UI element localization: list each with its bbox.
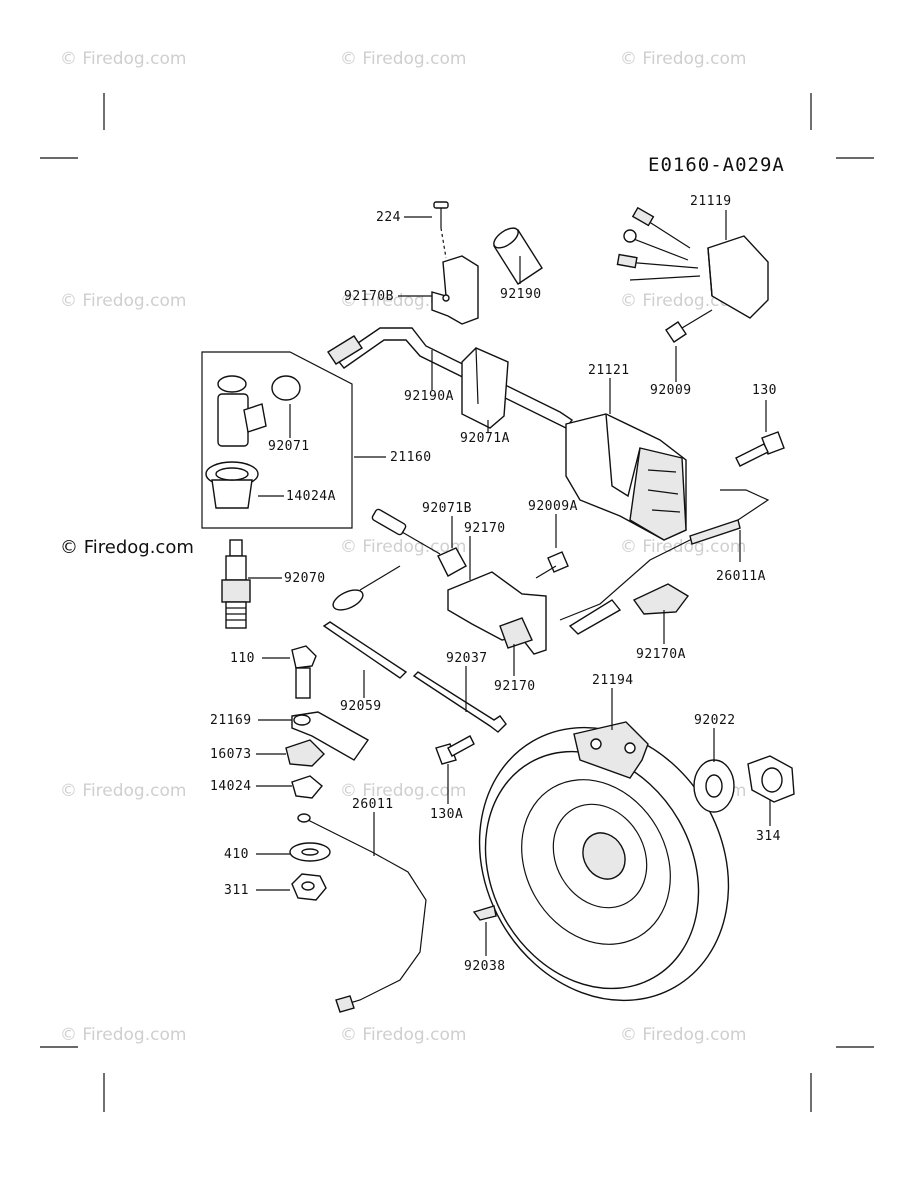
label-26011: 26011 [352, 797, 394, 812]
watermark: © Firedog.com [620, 49, 746, 69]
part-92170B-clamp [431, 255, 479, 325]
part-21160-plug-cap [217, 375, 301, 447]
label-14024: 14024 [210, 779, 252, 794]
part-14024A-boot [205, 461, 259, 509]
label-92190: 92190 [500, 287, 542, 302]
label-92190A: 92190A [404, 389, 454, 404]
part-21119-ignition-unit [616, 206, 769, 319]
part-21194-flywheel [478, 721, 730, 1002]
part-92190A-cable [327, 327, 574, 429]
watermark: © Firedog.com [60, 781, 186, 801]
label-16073: 16073 [210, 747, 252, 762]
label-311: 311 [224, 883, 249, 898]
label-92071B: 92071B [422, 501, 472, 516]
label-21121: 21121 [588, 363, 630, 378]
label-92170A: 92170A [636, 647, 686, 662]
label-92070: 92070 [284, 571, 326, 586]
part-21121-ignition-coil [565, 413, 687, 541]
part-92071B-connector [332, 508, 467, 611]
part-92071A-grommet [461, 347, 509, 429]
watermark: © Firedog.com [60, 291, 186, 311]
label-130: 130 [752, 383, 777, 398]
diagram-code: E0160-A029A [648, 154, 785, 176]
watermark-dark: © Firedog.com [60, 537, 194, 558]
part-92070-spark-plug [221, 539, 251, 629]
part-92038-key [472, 905, 497, 921]
label-21119: 21119 [690, 194, 732, 209]
label-92037: 92037 [446, 651, 488, 666]
part-311-nut [291, 873, 327, 901]
watermark: © Firedog.com [620, 537, 746, 557]
label-21194: 21194 [592, 673, 634, 688]
label-21169: 21169 [210, 713, 252, 728]
part-21169-plate [291, 711, 370, 761]
label-92009: 92009 [650, 383, 692, 398]
crop-marks [40, 93, 874, 1112]
watermark: © Firedog.com [340, 537, 466, 557]
label-92170-top: 92170 [464, 521, 506, 536]
leader-lines [248, 210, 771, 956]
label-92170-bottom: 92170 [494, 679, 536, 694]
part-26011-wire [297, 813, 427, 1013]
label-92038: 92038 [464, 959, 506, 974]
label-92071: 92071 [268, 439, 310, 454]
part-92022-washer [693, 759, 735, 813]
part-92170A-clip [568, 583, 690, 635]
part-110-bolt [291, 645, 317, 699]
label-92071A: 92071A [460, 431, 510, 446]
watermark: © Firedog.com [620, 1025, 746, 1045]
part-224-screw [433, 201, 449, 259]
part-92059-tube [322, 621, 408, 679]
part-21160-box [201, 351, 353, 529]
label-92022: 92022 [694, 713, 736, 728]
watermark: © Firedog.com [340, 1025, 466, 1045]
label-21160: 21160 [390, 450, 432, 465]
watermarks: © Firedog.com © Firedog.com © Firedog.co… [60, 49, 746, 1045]
part-130-bolt [735, 431, 785, 467]
label-92170B: 92170B [344, 289, 394, 304]
label-224: 224 [376, 210, 401, 225]
watermark: © Firedog.com [340, 49, 466, 69]
label-14024A: 14024A [286, 489, 336, 504]
label-92009A: 92009A [528, 499, 578, 514]
part-26011A-wire [559, 489, 770, 621]
label-26011A: 26011A [716, 569, 766, 584]
watermark: © Firedog.com [60, 49, 186, 69]
label-130A: 130A [430, 807, 463, 822]
part-14024-cap [291, 775, 323, 799]
label-110: 110 [230, 651, 255, 666]
part-92037-tie [412, 671, 507, 733]
part-130A-bolt [435, 735, 475, 765]
watermark: © Firedog.com [340, 781, 466, 801]
part-labels: 224 92190 92170B 21119 92009 92190A 9207… [210, 194, 781, 974]
part-92190-tube [493, 227, 543, 285]
part-410-washer [289, 842, 331, 862]
part-92009A-screw [535, 551, 569, 579]
label-314: 314 [756, 829, 781, 844]
watermark: © Firedog.com [60, 1025, 186, 1045]
label-410: 410 [224, 847, 249, 862]
part-92170-bracket [447, 571, 547, 655]
part-314-nut [747, 755, 795, 803]
label-92059: 92059 [340, 699, 382, 714]
part-16073-holder [285, 739, 325, 767]
part-92009-screw [665, 309, 713, 343]
